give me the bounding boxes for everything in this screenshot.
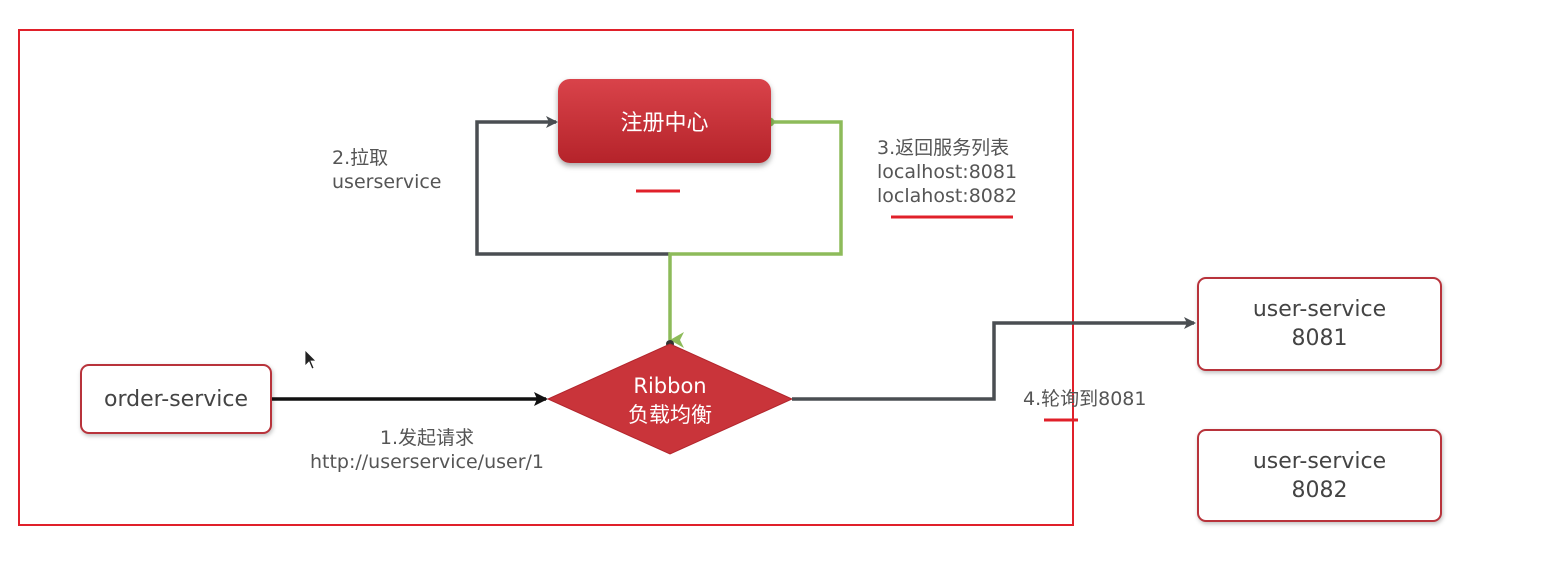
ribbon-subtitle: 负载均衡	[628, 403, 712, 427]
ribbon-title: Ribbon	[633, 374, 707, 398]
poll-connector	[792, 317, 1196, 401]
order-service-label: order-service	[104, 386, 248, 412]
ribbon-label: Ribbon 负载均衡	[560, 372, 780, 430]
return-list-connector	[668, 120, 843, 348]
pull-connector	[475, 116, 670, 256]
user-service-8082-node: user-service 8082	[1197, 429, 1442, 522]
ribbon-diamond	[546, 343, 794, 455]
step3-label: 3.返回服务列表 localhost:8081 loclahost:8082	[877, 136, 1017, 208]
step2-detail: userservice	[332, 171, 442, 193]
user-service-1-name: user-service	[1252, 297, 1387, 322]
step1-title: 1.发起请求	[379, 427, 475, 449]
consumer-boundary-frame	[18, 29, 1074, 526]
step2-title: 2.拉取	[332, 147, 389, 169]
user-service-2-name: user-service	[1252, 448, 1387, 474]
registry-center-node: 注册中心	[558, 79, 771, 163]
step3-title: 3.返回服务列表	[877, 137, 1010, 159]
step1-url: http://userservice/user/1	[309, 451, 545, 473]
step4-title: 4.轮询到8081	[1023, 388, 1147, 410]
cursor-icon	[304, 349, 317, 370]
user-service-1-port: 8081	[1291, 326, 1348, 351]
registry-label: 注册中心	[620, 111, 709, 136]
step3-host2: loclahost:8082	[877, 185, 1018, 207]
step4-label: 4.轮询到8081	[1023, 387, 1146, 411]
order-service-node: order-service	[80, 364, 272, 434]
step1-label: 1.发起请求 http://userservice/user/1	[307, 426, 547, 474]
step2-label: 2.拉取 userservice	[332, 146, 442, 194]
step3-host1: localhost:8081	[877, 161, 1018, 183]
user-service-2-port: 8082	[1291, 477, 1348, 503]
user-service-8081-node: user-service 8081	[1197, 277, 1442, 371]
